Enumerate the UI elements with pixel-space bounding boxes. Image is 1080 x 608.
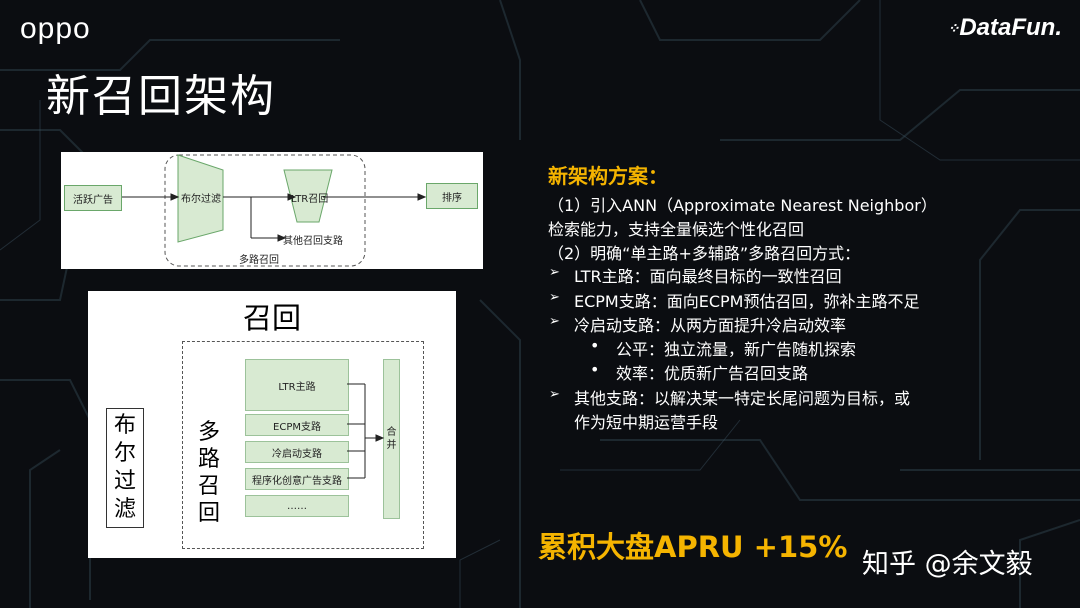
scheme-line: 检索能力，支持全量候选个性化召回 <box>548 220 805 239</box>
ltr-recall-label: LTR召回 <box>291 194 329 205</box>
datafun-logo: ⁘DataFun. <box>947 14 1062 41</box>
branch-ltr: LTR主路 <box>245 359 349 411</box>
branch-ecpm: ECPM支路 <box>245 414 349 436</box>
architecture-flow-diagram: 活跃广告 布尔过滤 LTR召回 排序 其他召回支路 多路召回 <box>61 152 483 269</box>
scheme-title: 新架构方案： <box>548 164 668 188</box>
branch-programmatic: 程序化创意广告支路 <box>245 468 349 490</box>
scheme-line: LTR主路：面向最终目标的一致性召回 <box>574 267 842 286</box>
bool-filter-char: 滤 <box>113 497 136 522</box>
result-highlight: 累积大盘APRU +15% <box>538 530 848 564</box>
bool-filter-box: 布 尔 过 滤 <box>106 408 144 528</box>
dot-bullet-icon: • <box>590 360 600 379</box>
zhihu-watermark: 知乎 @余文毅 <box>862 549 1033 580</box>
scheme-line: 作为短中期运营手段 <box>574 413 719 432</box>
recall-structure-diagram: 召回 布 尔 过 滤 多 路 召 回 LTR主路 ECPM支路 冷启动支路 程序… <box>88 291 456 558</box>
arrow-bullet-icon: ➢ <box>549 387 560 402</box>
datafun-logo-text: DataFun. <box>959 14 1062 41</box>
oppo-logo: oppo <box>20 12 91 45</box>
multi-recall-char: 路 <box>198 447 221 472</box>
flow-connectors <box>122 154 427 267</box>
scheme-line: 其他支路：以解决某一特定长尾问题为目标，或 <box>574 389 911 408</box>
scheme-line: （1）引入ANN（Approximate Nearest Neighbor） <box>548 196 937 215</box>
arrow-bullet-icon: ➢ <box>549 290 560 305</box>
dot-bullet-icon: • <box>590 336 600 355</box>
scheme-line: 冷启动支路：从两方面提升冷启动效率 <box>574 316 847 335</box>
branch-more: …… <box>245 495 349 517</box>
active-ads-box: 活跃广告 <box>64 185 122 211</box>
slide-title: 新召回架构 <box>46 71 276 122</box>
merge-char: 合 <box>386 427 397 438</box>
multi-recall-char: 回 <box>198 501 221 526</box>
multi-recall-char: 多 <box>198 420 221 445</box>
scheme-line: 公平：独立流量，新广告随机探索 <box>616 340 857 359</box>
arrow-bullet-icon: ➢ <box>549 265 560 280</box>
multi-recall-container <box>182 341 424 549</box>
merge-box: 合并 <box>383 359 400 519</box>
other-recall-label: 其他召回支路 <box>283 236 343 247</box>
bool-filter-char: 尔 <box>113 441 136 466</box>
scheme-line: 效率：优质新广告召回支路 <box>616 364 809 383</box>
branch-cold-start: 冷启动支路 <box>245 441 349 463</box>
merge-char: 并 <box>386 440 397 451</box>
bool-filter-label: 布尔过滤 <box>181 194 221 205</box>
scheme-line: ECPM支路：面向ECPM预估召回，弥补主路不足 <box>574 292 920 311</box>
recall-title: 召回 <box>242 301 301 335</box>
multi-recall-label: 多 路 召 回 <box>198 419 220 527</box>
multi-recall-char: 召 <box>198 474 221 499</box>
recall-connectors <box>347 383 385 479</box>
bool-filter-char: 布 <box>113 413 136 438</box>
ranking-box: 排序 <box>426 183 478 209</box>
multi-recall-label: 多路召回 <box>239 255 279 266</box>
bool-filter-char: 过 <box>113 469 136 494</box>
arrow-bullet-icon: ➢ <box>549 314 560 329</box>
scheme-line: （2）明确“单主路+多辅路”多路召回方式： <box>548 244 861 263</box>
